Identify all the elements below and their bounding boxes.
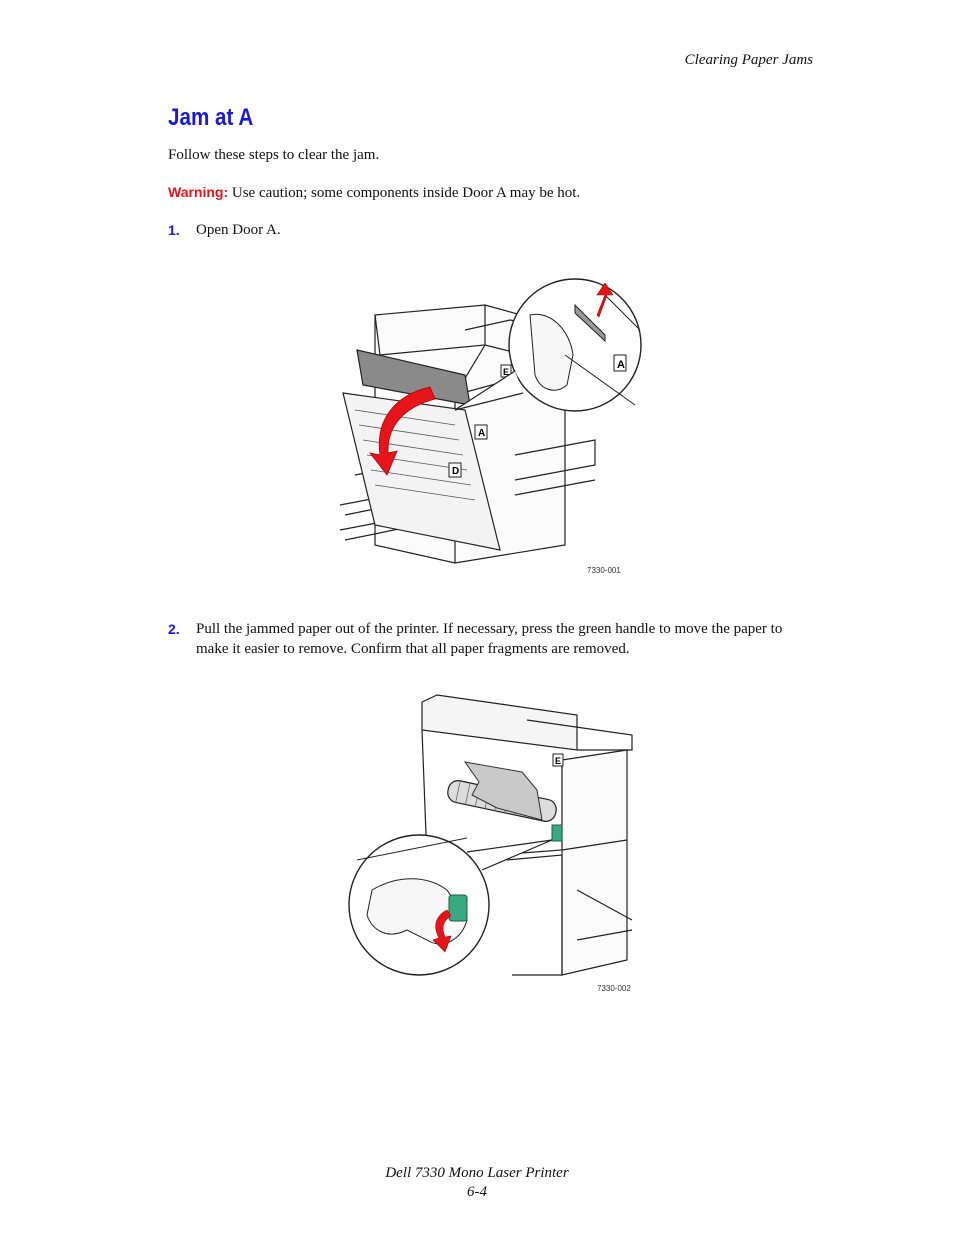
green-handle (551, 824, 563, 842)
footer-product: Dell 7330 Mono Laser Printer (385, 1165, 569, 1181)
intro-text: Follow these steps to clear the jam. (168, 147, 380, 163)
warning-paragraph: Warning: Use caution; some components in… (168, 184, 580, 202)
door-a-label: A (478, 428, 485, 439)
open-door-arrow-icon (369, 386, 436, 476)
figure-code: 7330-001 (587, 566, 621, 575)
printer-illustration-jam: E (348, 694, 633, 976)
callout-circle (508, 278, 642, 412)
page-footer: Dell 7330 Mono Laser Printer 6-4 (0, 1164, 954, 1202)
jammed-paper (463, 761, 543, 821)
printer-illustration-door-a: A D E A (339, 278, 642, 564)
step-2: 2. Pull the jammed paper out of the prin… (168, 619, 818, 659)
running-head: Clearing Paper Jams (684, 52, 813, 68)
step-number: 2. (168, 621, 180, 637)
step-number: 1. (168, 222, 180, 238)
step-text: Pull the jammed paper out of the printer… (196, 621, 783, 657)
door-e-label: E (555, 756, 561, 766)
section-title: Jam at A (168, 104, 254, 131)
warning-label: Warning: (168, 184, 229, 200)
step-1: 1. Open Door A. (168, 220, 818, 240)
door-d-label: D (452, 466, 459, 477)
door-e-label: E (503, 367, 509, 377)
figure-code: 7330-002 (597, 984, 631, 993)
figure-remove-paper: E 7330-002 (347, 690, 637, 993)
lift-handle-arrow-icon (596, 282, 614, 318)
figure-open-door-a: A D E A 7330-001 (335, 275, 645, 575)
press-handle-arrow-icon (432, 909, 452, 953)
callout-door-a-label: A (617, 359, 625, 371)
footer-page-number: 6-4 (467, 1184, 487, 1200)
callout-green-handle (448, 894, 468, 922)
warning-text: Use caution; some components inside Door… (231, 185, 581, 201)
step-text: Open Door A. (196, 222, 281, 238)
